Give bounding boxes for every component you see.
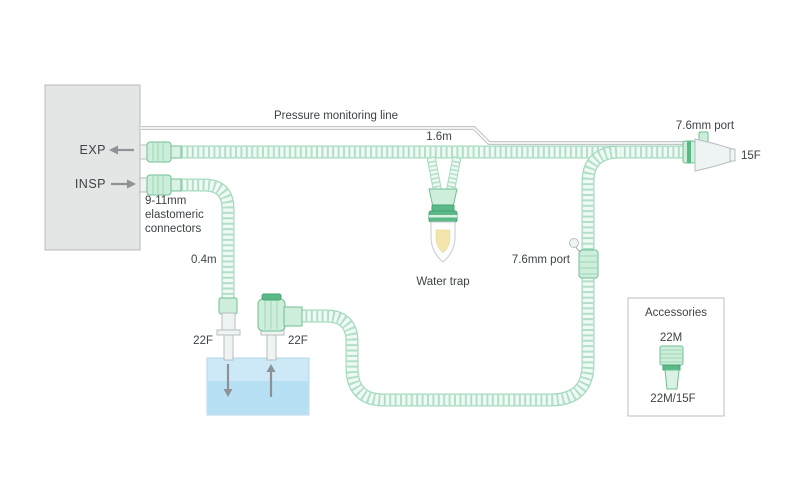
water-trap-fluid	[435, 229, 451, 254]
water-trap-cap-top	[431, 204, 455, 212]
chamber-water	[208, 381, 308, 414]
insp-label: INSP	[75, 177, 106, 191]
mid-port-cap-strap	[575, 246, 582, 253]
water-trap-y-stubs	[426, 156, 462, 194]
mid-port-cap	[569, 238, 579, 248]
insp-limb-length-label: 0.4m	[191, 254, 217, 266]
mid-port-ribs	[580, 255, 597, 275]
connector-cone	[694, 138, 732, 172]
patient-connector-label: 15F	[741, 150, 761, 162]
pressure-line-label: Pressure monitoring line	[274, 110, 398, 122]
patient-connector-15f	[682, 131, 736, 172]
chamber-inlet-arrow-icon	[223, 364, 233, 397]
exp-connector-ribs	[152, 143, 164, 161]
connector-green-band	[687, 141, 691, 163]
return-limb-tube	[300, 145, 621, 407]
mid-port-label: 7.6mm port	[512, 254, 571, 266]
connector-tip	[729, 148, 736, 162]
accessories-title: Accessories	[645, 307, 707, 319]
mid-pressure-port	[569, 238, 599, 279]
pressure-monitoring-line	[140, 126, 703, 145]
adapter-ribs	[661, 349, 682, 363]
water-trap-label: Water trap	[416, 276, 469, 288]
adapter-bottom-label: 22M/15F	[650, 393, 695, 405]
top-port-label: 7.6mm port	[676, 120, 735, 132]
chamber-outlet-label: 22F	[288, 335, 308, 347]
water-trap	[426, 156, 462, 263]
note-line-1: 9-11mm	[145, 195, 186, 207]
accessories-panel	[627, 297, 725, 417]
elbow-connector	[257, 293, 303, 361]
chamber-inlet-label: 22F	[193, 335, 213, 347]
water-trap-y-fitting	[428, 188, 458, 208]
chamber-inlet-connector	[216, 297, 241, 361]
elbow-ribs	[264, 301, 278, 329]
insp-arrow-icon	[111, 179, 136, 189]
insp-connector-ribs	[152, 176, 164, 194]
water-trap-cap-band	[429, 215, 457, 218]
humidifier-chamber	[206, 357, 310, 416]
ventilator-box	[44, 84, 141, 251]
exp-arrow-icon	[109, 145, 134, 155]
insp-connector	[139, 174, 182, 196]
note-line-2: elastomeric	[145, 209, 204, 221]
note-line-3: connectors	[145, 223, 202, 235]
exp-connector	[139, 141, 182, 163]
elastomeric-connectors-note: 9-11mm elastomeric connectors	[145, 195, 204, 235]
adapter-top-label: 22M	[660, 332, 682, 344]
accessory-adapter	[659, 345, 684, 390]
insp-limb-tube	[181, 178, 235, 303]
exp-label: EXP	[79, 143, 106, 157]
exp-limb-length-label: 1.6m	[426, 131, 452, 143]
chamber-outlet-arrow-icon	[266, 364, 276, 397]
